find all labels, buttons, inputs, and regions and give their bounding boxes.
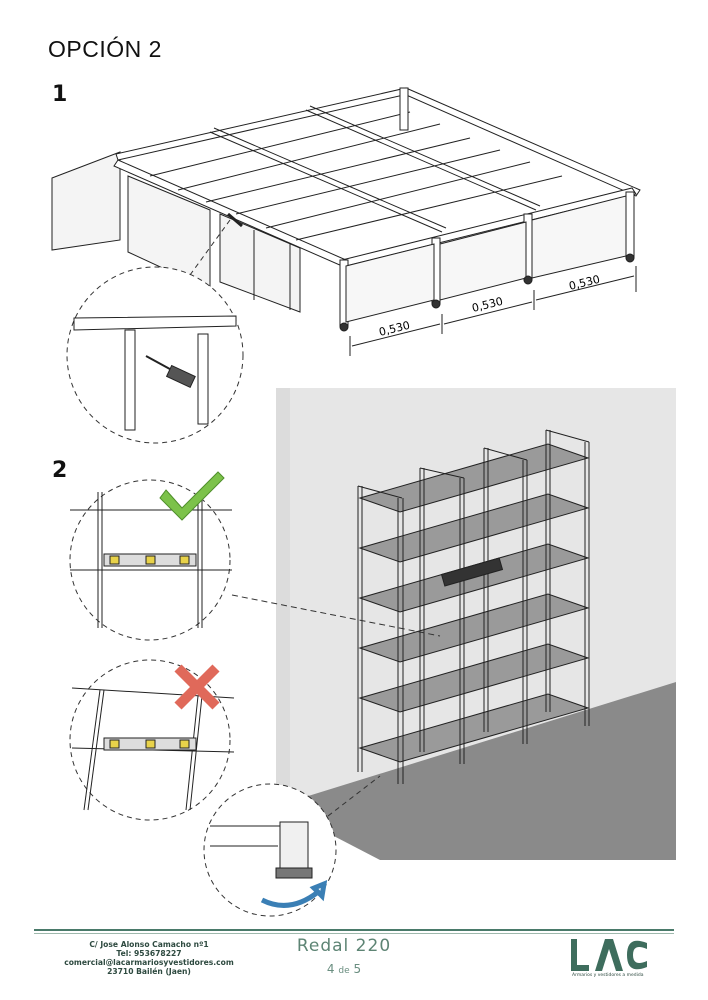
product-name: Redal 220: [296, 936, 392, 956]
page-current: 4: [326, 962, 335, 976]
address-line-4: 23710 Bailén (Jaen): [107, 967, 191, 976]
page-separator: de: [338, 966, 350, 976]
address-line-3: comercial@lacarmariosyvestidores.com: [64, 958, 234, 967]
footer-divider-thin: [34, 933, 674, 934]
page-title: OPCIÓN 2: [48, 36, 162, 62]
address-line-1: C/ Jose Alonso Camacho nº1: [89, 940, 209, 949]
step-number-2: 2: [52, 458, 68, 483]
footer-address: C/ Jose Alonso Camacho nº1 Tel: 95367822…: [54, 940, 244, 976]
floor: [276, 682, 676, 860]
page-total: 5: [353, 962, 362, 976]
dimension-label-3: 0,530: [568, 273, 602, 293]
brand-tagline: Armarios y vestidores a medida: [572, 973, 644, 978]
check-icon: [159, 471, 225, 521]
brand-logo: [571, 939, 647, 971]
detail-circle-foot: [203, 783, 337, 917]
rotate-arrow-icon: [260, 880, 328, 908]
cross-icon: [174, 664, 220, 710]
dimension-label-2: 0,530: [471, 295, 505, 315]
step-number-1: 1: [52, 82, 68, 107]
address-line-2: Tel: 953678227: [116, 949, 182, 958]
detail-circle-screw: [66, 266, 244, 444]
footer-divider: [34, 929, 674, 931]
spirit-level: [440, 557, 504, 587]
page-indicator: 4 de 5: [302, 962, 386, 976]
